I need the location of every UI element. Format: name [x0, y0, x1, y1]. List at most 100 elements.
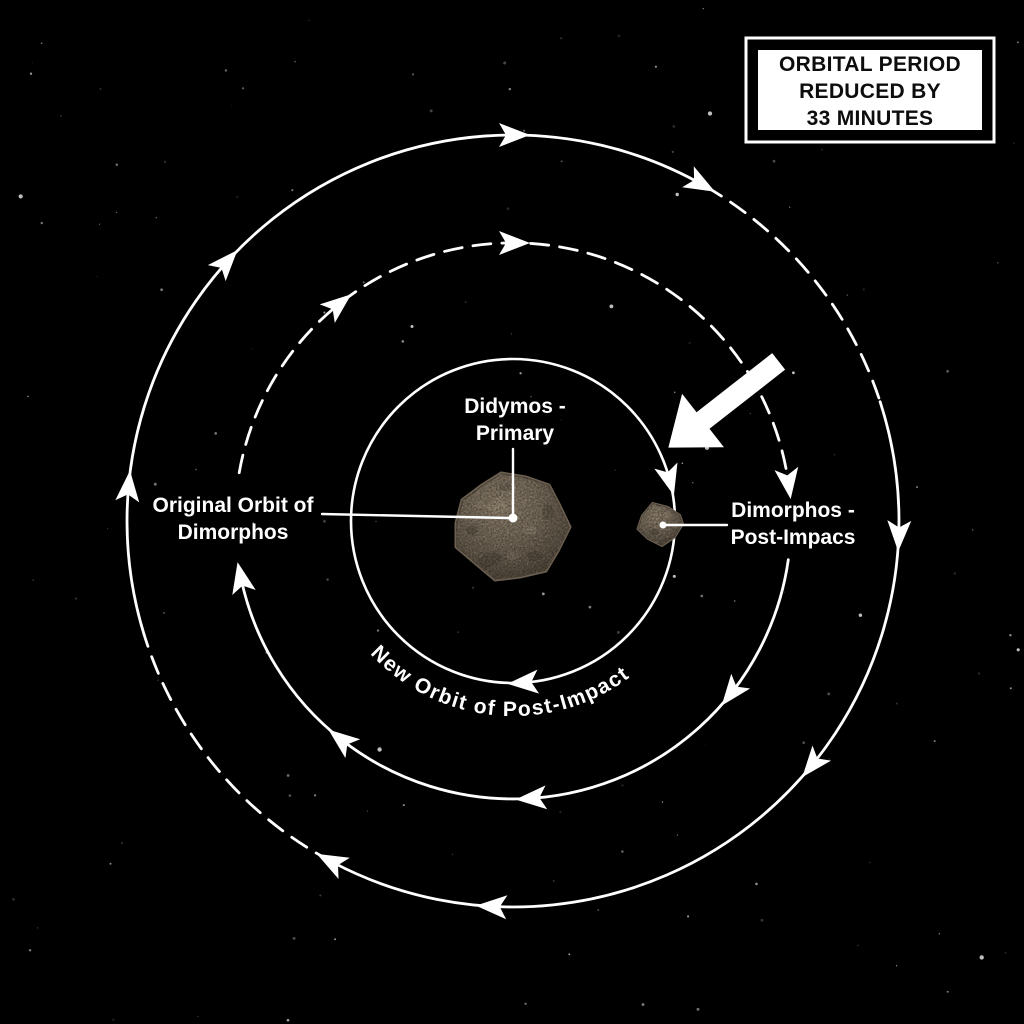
star-dot	[197, 1016, 199, 1018]
star-dot	[795, 514, 799, 518]
star-dot	[979, 955, 984, 960]
star-dot	[621, 850, 624, 853]
star-dot	[614, 469, 616, 471]
star-dot	[155, 216, 158, 219]
star-dot	[251, 348, 253, 350]
dimorphos-asteroid	[636, 502, 684, 547]
star-dot	[654, 65, 658, 68]
star-dot	[236, 195, 239, 198]
star-dot	[560, 160, 563, 163]
star-dot	[292, 937, 296, 940]
star-dot	[686, 915, 690, 918]
star-dot	[27, 395, 29, 398]
star-dot	[160, 288, 163, 291]
didymos-label-line2: Primary	[476, 422, 555, 445]
star-dot	[410, 324, 414, 329]
star-dot	[451, 853, 454, 856]
star-dot	[588, 605, 592, 609]
star-dot	[377, 747, 382, 752]
star-dot	[308, 19, 311, 22]
star-dot	[231, 105, 233, 107]
star-dot	[953, 572, 957, 575]
star-dot	[506, 207, 510, 211]
star-dot	[672, 574, 676, 578]
star-dot	[560, 419, 562, 421]
star-dot	[676, 834, 679, 836]
star-dot	[704, 743, 707, 745]
star-dot	[621, 784, 624, 787]
star-dot	[115, 211, 118, 214]
star-dot	[411, 73, 415, 76]
star-dot	[661, 801, 664, 803]
star-dot	[933, 740, 936, 743]
star-dot	[772, 159, 776, 163]
star-dot	[857, 944, 859, 947]
star-dot	[977, 672, 981, 675]
didymos-label-line1: Didymos -	[464, 395, 566, 418]
star-dot	[675, 192, 679, 197]
star-dot	[833, 454, 836, 456]
star-dot	[541, 592, 545, 596]
star-dot	[294, 61, 296, 63]
star-dot	[429, 109, 433, 113]
star-dot	[895, 965, 898, 967]
star-dot	[286, 1018, 290, 1022]
star-dot	[671, 150, 674, 154]
impact-arrow-icon	[668, 353, 786, 448]
dimorphos-anchor-dot	[659, 521, 667, 529]
star-dot	[938, 932, 941, 935]
star-dot	[319, 894, 322, 897]
star-dot	[609, 304, 614, 309]
star-dot	[36, 927, 39, 929]
star-dot	[916, 486, 918, 489]
star-dot	[508, 87, 512, 91]
badge-text-line3: 33 MINUTES	[807, 107, 934, 130]
star-dot	[96, 276, 98, 278]
star-dot	[895, 702, 898, 705]
star-dot	[74, 597, 78, 600]
star-dot	[760, 918, 764, 922]
star-dot	[692, 482, 694, 484]
star-dot	[99, 223, 101, 225]
star-dot	[821, 149, 823, 151]
star-dot	[288, 794, 292, 797]
dimorphos-label-line1: Dimorphos -	[731, 499, 855, 522]
star-dot	[402, 804, 405, 807]
star-dot	[641, 1003, 645, 1006]
badge-text-line1: ORBITAL PERIOD	[779, 53, 961, 76]
star-dot	[733, 600, 736, 602]
star-dot	[802, 741, 805, 744]
star-dot	[32, 579, 34, 581]
star-dot	[696, 1007, 700, 1011]
star-dot	[755, 882, 758, 886]
star-dot	[286, 774, 290, 777]
star-dot	[31, 62, 33, 64]
badge-inner-panel	[758, 50, 982, 130]
star-dot	[366, 810, 369, 812]
star-dot	[195, 468, 197, 471]
star-dot	[157, 679, 159, 681]
original-orbit-ring	[225, 231, 803, 812]
star-dot	[519, 372, 522, 375]
star-dot	[597, 909, 600, 911]
star-dot	[1016, 41, 1019, 44]
star-dot	[121, 842, 123, 844]
star-dot	[523, 129, 526, 132]
star-dot	[792, 371, 795, 375]
original-orbit-label-line2: Dimorphos	[178, 521, 289, 544]
star-dot	[617, 34, 621, 38]
star-dot	[749, 412, 752, 415]
star-dot	[1009, 687, 1012, 690]
badge-text-line2: REDUCED BY	[799, 80, 941, 103]
star-dot	[828, 758, 830, 760]
star-dot	[323, 311, 326, 314]
star-dot	[334, 938, 337, 941]
star-dot	[997, 262, 999, 264]
star-dot	[40, 221, 43, 225]
star-dot	[163, 611, 166, 614]
star-dot	[163, 160, 167, 163]
star-dot	[457, 631, 459, 633]
star-dot	[291, 189, 294, 192]
star-dot	[107, 528, 109, 530]
